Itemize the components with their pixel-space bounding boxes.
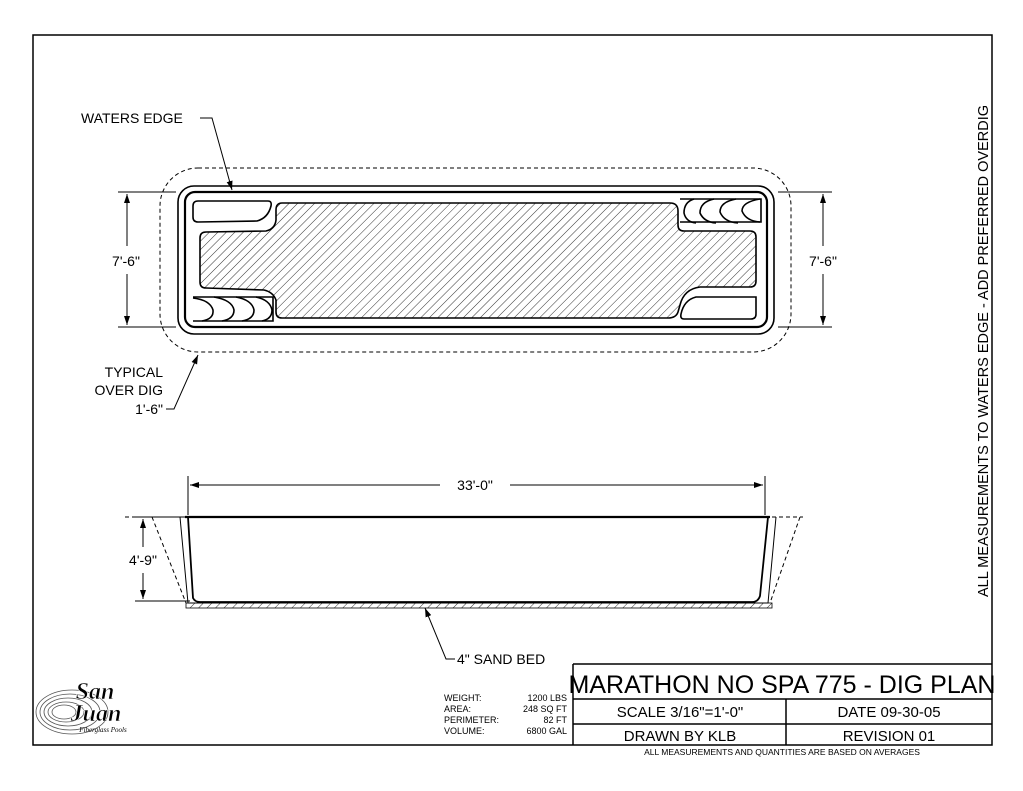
spec-weight-label: WEIGHT:: [444, 693, 482, 703]
spec-area-value: 248 SQ FT: [523, 704, 568, 714]
spec-volume-label: VOLUME:: [444, 726, 485, 736]
title-block-title: MARATHON NO SPA 775 - DIG PLAN: [569, 671, 996, 699]
pool-section-shell: [179, 515, 777, 604]
width-label-right: 7'-6": [809, 253, 837, 269]
sand-bed-label: 4" SAND BED: [457, 651, 545, 667]
waters-edge-label: WATERS EDGE: [81, 110, 183, 126]
overdig-outline: [159, 167, 792, 353]
depth-label: 4'-9": [129, 552, 157, 568]
logo-tagline: Fiberglass Pools: [78, 726, 127, 734]
pool-waters-edge: [183, 190, 769, 329]
sand-bed: [185, 602, 773, 609]
title-block-scale: SCALE 3/16"=1'-0": [617, 704, 744, 721]
logo-swirl-icon: [35, 689, 109, 735]
plan-view: 7'-6" 7'-6" WATERS EDGE TYPICAL OVER DIG…: [81, 110, 837, 417]
waters-edge-leader: [200, 117, 233, 191]
spec-volume-value: 6800 GAL: [526, 726, 567, 736]
spec-list: WEIGHT: 1200 LBS AREA: 248 SQ FT PERIMET…: [444, 693, 568, 736]
spec-perimeter-value: 82 FT: [543, 715, 567, 725]
logo-line1: San: [76, 679, 115, 705]
title-block-footer: ALL MEASUREMENTS AND QUANTITIES ARE BASE…: [644, 747, 920, 757]
steps-bottom-left: [192, 296, 274, 322]
width-dimension-left: [118, 191, 176, 328]
overdig-leader: [166, 354, 199, 410]
length-dimension: [187, 476, 766, 515]
title-block-drawn-by: DRAWN BY KLB: [624, 728, 737, 745]
san-juan-logo: San Juan Fiberglass Pools: [35, 679, 127, 735]
spec-perimeter-label: PERIMETER:: [444, 715, 499, 725]
depth-dimension: [135, 516, 190, 602]
side-note: ALL MEASUREMENTS TO WATERS EDGE - ADD PR…: [976, 105, 992, 597]
spec-area-label: AREA:: [444, 704, 471, 714]
sand-bed-leader: [424, 607, 455, 660]
logo-line2: Juan: [70, 701, 122, 727]
pool-floor-hatched: [199, 202, 757, 319]
bench-bottom-right: [680, 296, 757, 320]
length-label: 33'-0": [457, 477, 493, 493]
overdig-label-line3: 1'-6": [135, 401, 163, 417]
section-view: 33'-0" 4'-9" 4" SAND BED: [125, 476, 803, 667]
overdig-section-lines: [125, 516, 803, 604]
overdig-label-line1: TYPICAL: [105, 364, 164, 380]
spec-weight-value: 1200 LBS: [527, 693, 567, 703]
bench-top-left: [192, 200, 272, 223]
title-block-date: DATE 09-30-05: [837, 704, 940, 721]
width-dimension-right: [778, 191, 832, 328]
width-label-left: 7'-6": [112, 253, 140, 269]
title-block: [572, 663, 992, 745]
pool-shell-outer: [177, 185, 775, 335]
overdig-label-line2: OVER DIG: [95, 382, 163, 398]
title-block-revision: REVISION 01: [843, 728, 936, 745]
steps-top-right: [680, 198, 762, 224]
sheet-border: [32, 34, 993, 746]
